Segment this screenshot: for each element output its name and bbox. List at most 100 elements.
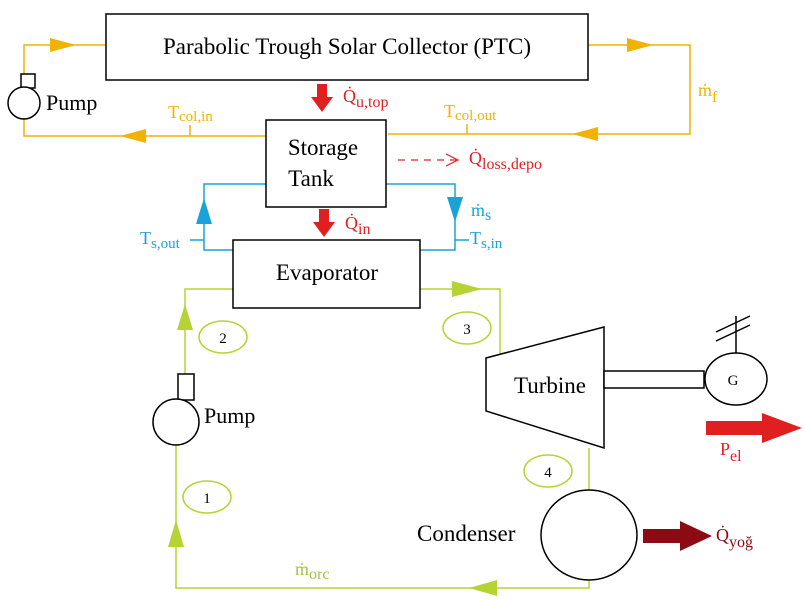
state-point-4-bubble	[523, 454, 573, 488]
state-point-3-label: 3	[463, 322, 471, 338]
solar-pump-body	[7, 86, 41, 120]
state-point-3-bubble	[442, 311, 492, 345]
q-cond-symbol: Q̇	[716, 524, 729, 545]
q-u-top-arrow-shaft	[317, 84, 327, 97]
orc-pipe-evaporator-to-turbine	[420, 288, 501, 358]
state-point-4-label: 4	[544, 465, 552, 481]
evaporator-box	[232, 239, 421, 309]
q-cond-arrow	[643, 521, 712, 551]
storage-tank-label-line1: Storage	[288, 135, 358, 160]
orc-pump-outlet-neck	[177, 373, 195, 401]
state-point-1-label: 1	[203, 491, 211, 507]
orc-flow-arrow-up	[177, 304, 193, 330]
p-el-label: Pel	[720, 439, 742, 465]
orc-loop	[175, 288, 590, 589]
p-el-symbol: P	[720, 439, 730, 459]
evaporator-label: Evaporator	[276, 260, 379, 285]
solar-pipe-tank-to-pump	[23, 118, 266, 137]
condenser-body	[540, 489, 638, 581]
generator-terminal-stroke	[715, 324, 751, 342]
q-in-arrow-shaft	[319, 209, 329, 222]
state-point-2-bubble	[198, 320, 248, 354]
t-col-in-label: Tcol,in	[168, 102, 213, 125]
state-point-2: 2	[198, 320, 248, 354]
q-u-top-arrow-head	[311, 97, 333, 112]
state-point-1: 1	[182, 480, 232, 514]
t-col-out-subscript: col,out	[455, 108, 497, 124]
storage-tank-label-line2: Tank	[288, 166, 334, 191]
orc-flow-arrow-left	[469, 580, 497, 596]
q-loss-subscript: loss,depo	[482, 156, 542, 173]
m-orc-label: ṁorc	[295, 559, 329, 583]
solar-pump-label: Pump	[46, 90, 97, 115]
q-loss-arrow-head	[445, 153, 460, 167]
solar-collector-box	[105, 13, 589, 81]
orc-flow-arrows	[168, 281, 497, 596]
turbine-label: Turbine	[514, 373, 586, 398]
generator-body	[704, 352, 768, 406]
orc-pump	[152, 373, 200, 446]
storage-flow-arrow-up	[196, 198, 212, 224]
q-loss-label: Q̇loss,depo	[469, 147, 542, 173]
orc-pump-label: Pump	[204, 403, 255, 428]
m-f-subscript: f	[712, 89, 718, 106]
state-point-3: 3	[442, 311, 492, 345]
storage-tank-box	[265, 119, 387, 208]
condenser-label: Condenser	[417, 521, 516, 546]
t-s-in-symbol: T	[470, 228, 481, 248]
q-loss-symbol: Q̇	[469, 147, 482, 168]
state-point-2-label: 2	[219, 331, 227, 347]
t-s-in-label: Ts,in	[470, 228, 503, 252]
orc-pump-body	[152, 398, 200, 446]
generator-terminal-stroke	[715, 315, 751, 333]
storage-flow-arrow-down	[447, 197, 463, 222]
turbine-body	[485, 326, 605, 450]
t-s-in-subscript: s,in	[481, 236, 503, 252]
q-in-label: Q̇in	[345, 212, 370, 238]
turbine-shaft	[603, 370, 705, 389]
state-point-4: 4	[523, 454, 573, 488]
generator-label: G	[728, 373, 739, 389]
q-u-top-subscript: u,top	[356, 94, 388, 111]
m-s-subscript: s	[485, 207, 491, 224]
q-in-arrow-head	[313, 222, 335, 237]
orc-pipe-condenser-to-pump	[175, 445, 590, 589]
solar-flow-arrow	[627, 38, 653, 52]
state-point-1-bubble	[182, 480, 232, 514]
orc-pipe-pump-to-evaporator	[184, 288, 233, 374]
t-col-in-symbol: T	[168, 102, 179, 122]
solar-pump	[7, 73, 41, 120]
m-f-label: ṁf	[698, 80, 718, 106]
solar-pump-inlet-neck	[20, 73, 36, 89]
p-el-arrow	[706, 413, 802, 443]
q-in-symbol: Q̇	[345, 212, 358, 233]
t-col-out-label: Tcol,out	[444, 101, 497, 124]
m-orc-subscript: orc	[309, 566, 329, 583]
m-s-symbol: ṁ	[471, 200, 485, 220]
p-el-subscript: el	[730, 448, 742, 465]
q-u-top-label: Q̇u,top	[343, 85, 388, 111]
q-cond-subscript: yoğ	[729, 534, 753, 551]
orc-flow-arrow-up	[168, 520, 184, 547]
q-u-top-arrow	[311, 84, 333, 112]
t-s-out-subscript: s,out	[151, 236, 181, 252]
q-cond-label: Q̇yoğ	[716, 524, 753, 551]
t-s-out-symbol: T	[140, 228, 151, 248]
generator: G	[704, 315, 768, 406]
t-col-in-subscript: col,in	[179, 109, 213, 125]
t-s-out-label: Ts,out	[140, 228, 181, 252]
q-u-top-symbol: Q̇	[343, 85, 356, 106]
solar-flow-arrow	[120, 129, 146, 143]
solar-flow-arrow	[50, 38, 76, 52]
q-in-subscript: in	[358, 221, 370, 238]
m-s-label: ṁs	[471, 200, 491, 224]
solar-collector-label: Parabolic Trough Solar Collector (PTC)	[163, 34, 531, 59]
orc-flow-arrow-right	[452, 281, 482, 297]
solar-flow-arrows	[50, 38, 653, 143]
solar-pipe-pump-to-collector	[23, 44, 106, 88]
q-in-arrow	[313, 209, 335, 237]
m-orc-symbol: ṁ	[295, 559, 309, 579]
t-col-out-symbol: T	[444, 101, 455, 121]
storage-flow-arrows	[196, 197, 463, 224]
